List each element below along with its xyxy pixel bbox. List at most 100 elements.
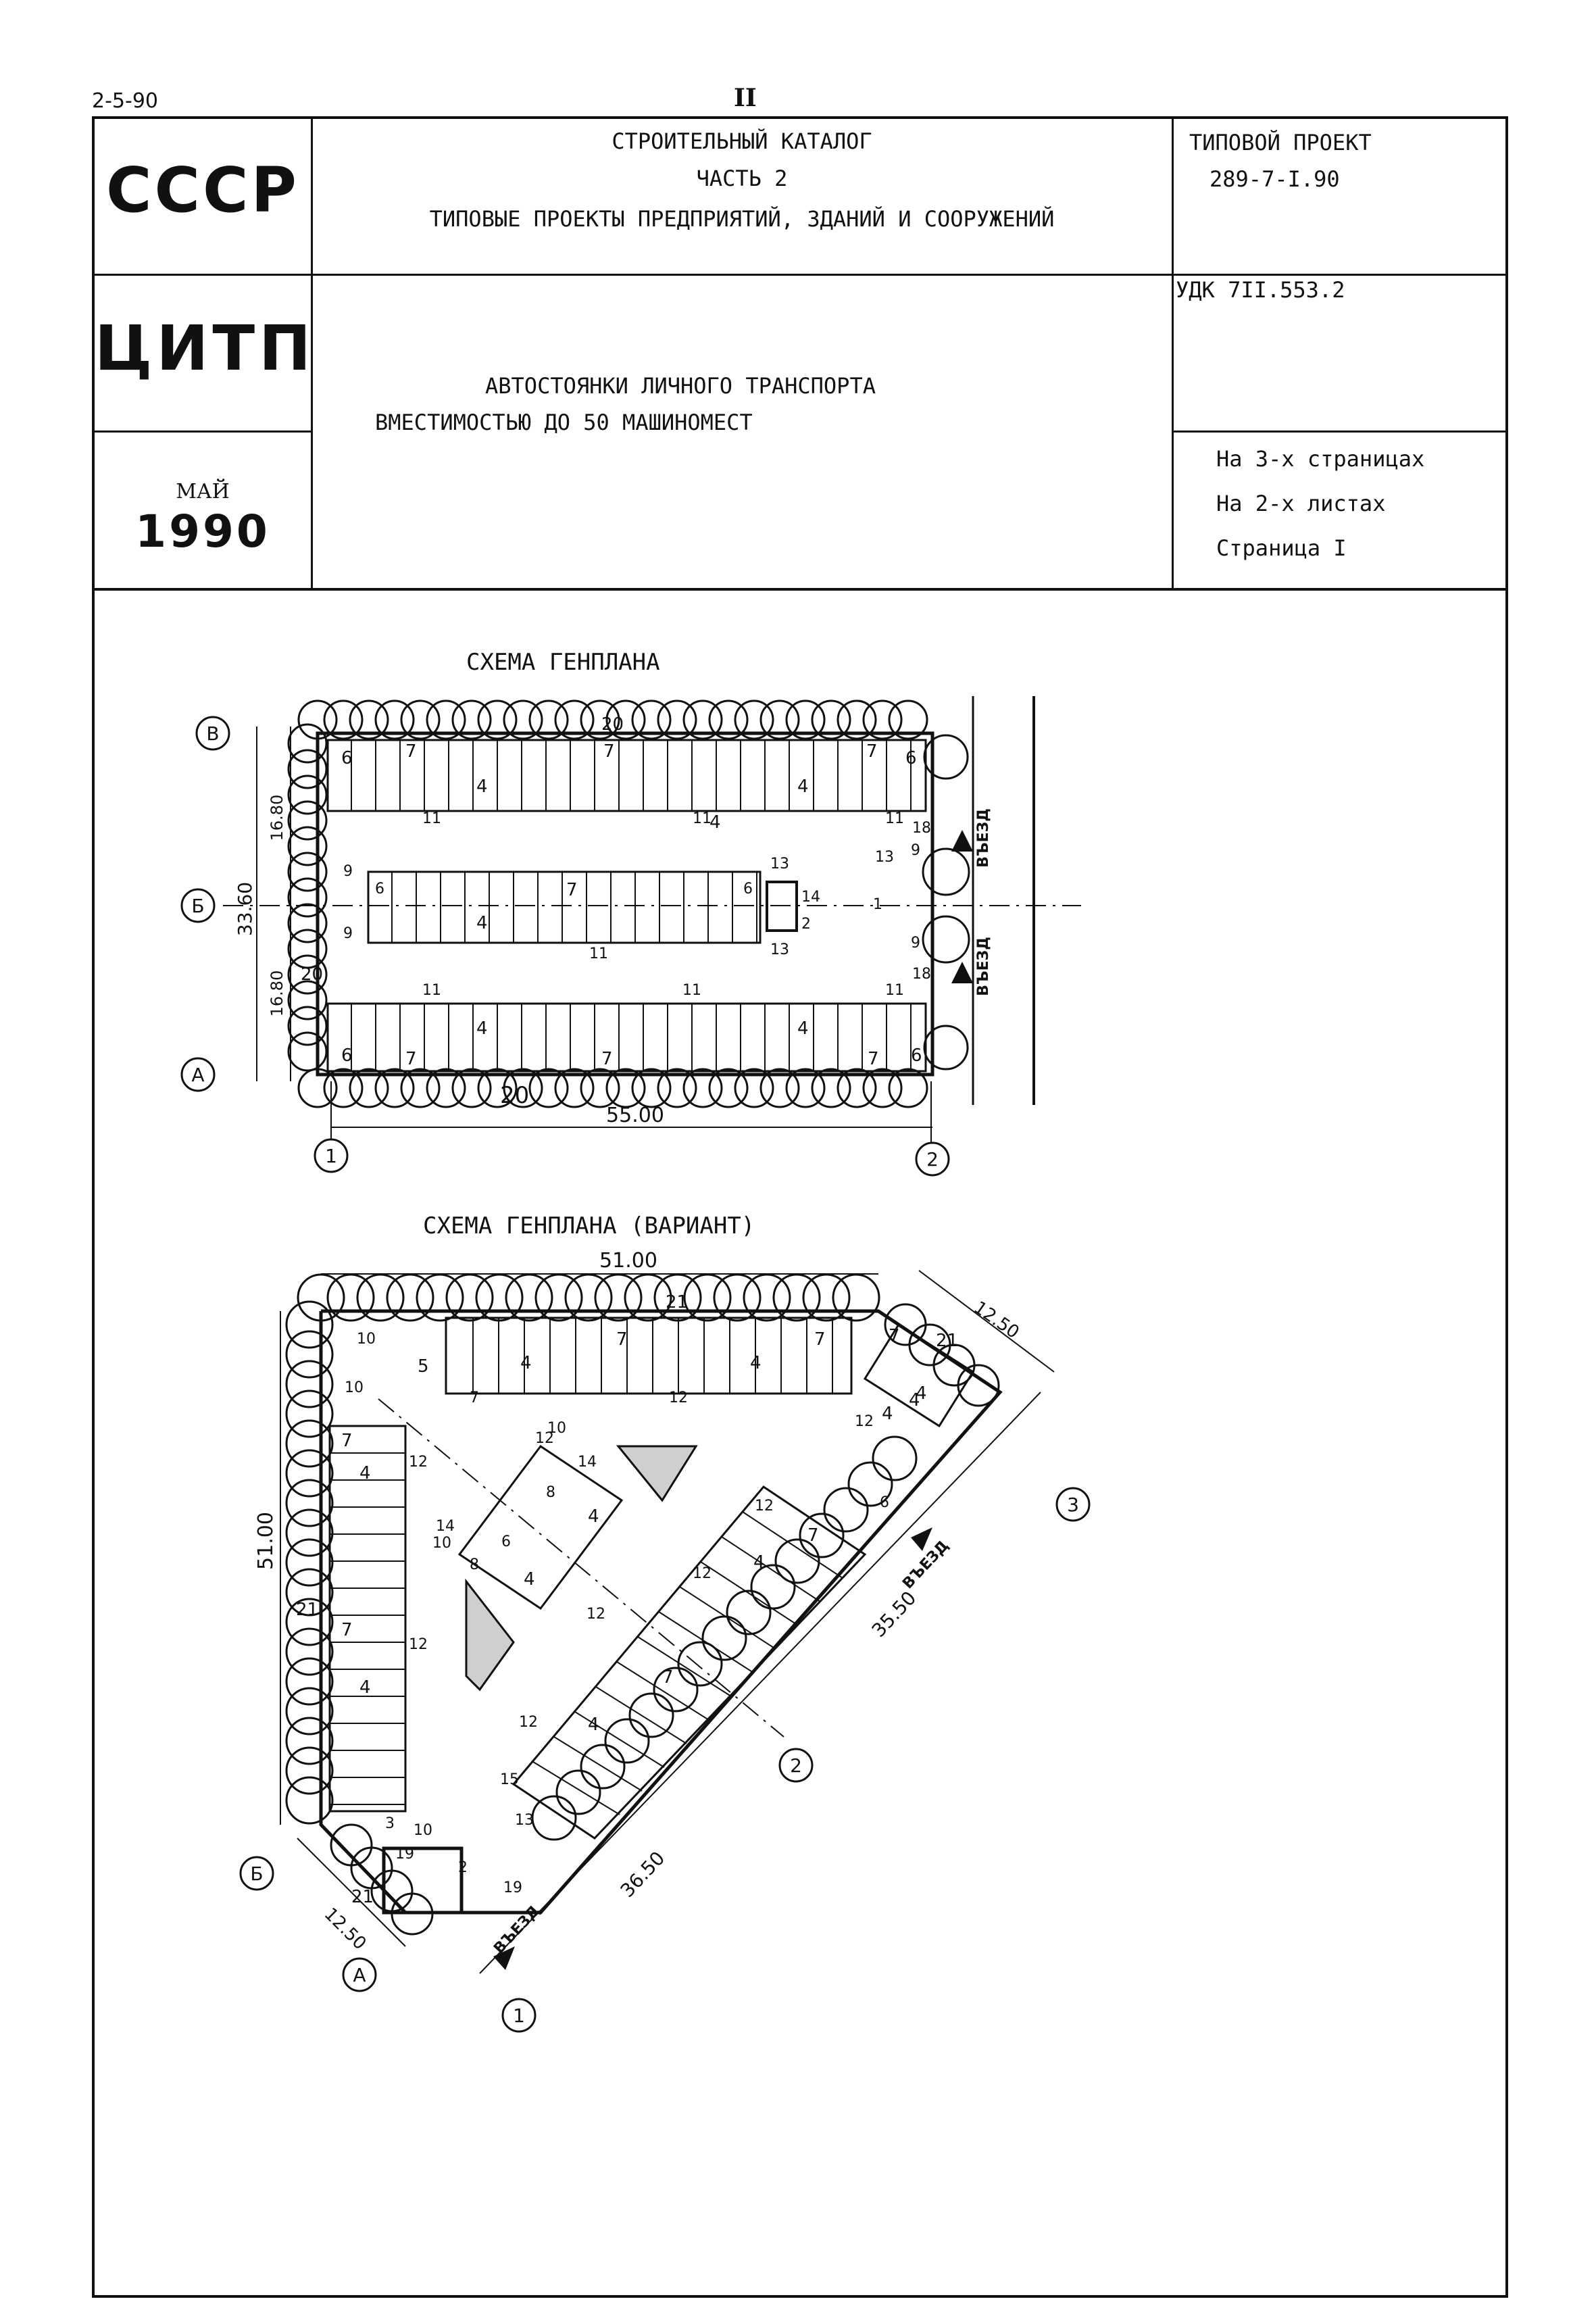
plan2-entry-arrow-bottom — [493, 1946, 515, 1970]
tree-symbol — [285, 1419, 334, 1468]
plan2-mark: 12 — [693, 1565, 712, 1582]
stall-line — [532, 1761, 620, 1815]
plan2-dim-diag-lower-label: 36.50 — [616, 1847, 670, 1902]
tree-symbol — [451, 1068, 492, 1108]
plan1-mark: 4 — [476, 1018, 488, 1039]
plan2-dim-right — [918, 1270, 1055, 1373]
tree-symbol — [701, 1615, 747, 1661]
tree-symbol — [708, 699, 749, 740]
tree-symbol — [726, 1590, 772, 1635]
tree-symbol — [785, 699, 826, 740]
plan1-mark: 4 — [797, 777, 809, 797]
tree-symbol — [531, 1795, 577, 1841]
plan2-stall-lines — [330, 1318, 843, 1815]
plan2-mark: 21 — [296, 1600, 318, 1620]
tree-symbol — [580, 1744, 626, 1790]
plan2-mark: 10 — [357, 1331, 376, 1348]
stall-line — [700, 1561, 799, 1626]
tree-symbol — [285, 1627, 334, 1676]
tree-symbol — [605, 699, 646, 740]
plan2-axis-label-a: А — [353, 1964, 366, 1986]
plan2-mark: 4 — [588, 1506, 599, 1527]
month-label: МАЙ — [176, 480, 230, 503]
tree-symbol — [445, 1273, 494, 1322]
tree-symbol — [555, 1769, 601, 1815]
tree-symbol — [285, 1389, 334, 1438]
tree-symbol — [580, 699, 620, 740]
tree-symbol — [677, 1641, 723, 1687]
plan1-axis-bubble-2 — [915, 1141, 950, 1177]
country-label: СССР — [106, 154, 299, 226]
plan2-mark: 4 — [520, 1353, 532, 1373]
plan1-dim-half-bottom: 16.80 — [268, 970, 286, 1017]
plan1-mark: 11 — [589, 945, 608, 962]
tree-symbol — [287, 980, 328, 1020]
plan1-stall-lines — [351, 740, 912, 1071]
tree-symbol — [426, 1068, 466, 1108]
plan2-mark: 19 — [395, 1846, 414, 1863]
tree-symbol — [759, 1068, 800, 1108]
tree-symbol — [528, 1068, 569, 1108]
title-divider-3 — [1172, 430, 1508, 433]
plan1-mark: 6 — [905, 748, 917, 768]
plan2-mark: 10 — [547, 1420, 566, 1437]
plan2-axis-bubble-3 — [1055, 1487, 1091, 1522]
plan2-entry-arrow-top — [911, 1527, 932, 1551]
plan2-left-parking — [328, 1425, 407, 1813]
tree-symbol — [285, 1538, 334, 1587]
plan2-mark: 3 — [385, 1815, 395, 1832]
plan2-dim-diagonal — [479, 1392, 1041, 1974]
tree-symbol — [285, 1717, 334, 1765]
plan1-entry-label-bottom: ВЪЕЗД — [975, 937, 992, 996]
tree-symbol — [287, 723, 328, 764]
plan2-tree-row-left — [285, 1300, 334, 1825]
tree-symbol — [285, 1479, 334, 1527]
tree-symbol — [837, 699, 877, 740]
plan2-mark: 4 — [753, 1552, 765, 1573]
plan1-axis-bubble-b — [180, 888, 216, 923]
tree-symbol — [631, 1068, 672, 1108]
plan2-right-parking — [863, 1323, 975, 1428]
udk-code: УДК 7II.553.2 — [1176, 277, 1345, 303]
plan2-mark: 10 — [414, 1822, 432, 1839]
tree-symbol — [631, 699, 672, 740]
tree-symbol — [628, 1692, 674, 1738]
doc-title-line1: АВТОСТОЯНКИ ЛИЧНОГО ТРАНСПОРТА — [485, 373, 876, 399]
tree-symbol — [287, 929, 328, 969]
plan2-site-boundary — [319, 1309, 1003, 1915]
plan2-center-parking — [457, 1444, 624, 1610]
plan2-dim-left-label: 51.00 — [254, 1512, 278, 1570]
plan2-marks: 21 21 21 21 10 10 10 10 10 5 4 4 4 4 4 4… — [296, 1292, 958, 1907]
plan2-mark: 7 — [616, 1329, 628, 1350]
plan1-mark: 20 — [301, 964, 323, 985]
plan1-mark: 7 — [866, 741, 878, 762]
plan1-dim-width: 55.00 — [606, 1104, 664, 1127]
plan1-mark: 7 — [603, 741, 615, 762]
plan2-mark: 6 — [501, 1533, 511, 1550]
tree-symbol — [386, 1273, 434, 1322]
plan2-dim-right-label: 12.50 — [970, 1298, 1022, 1343]
tree-symbol — [426, 699, 466, 740]
plan1-mark: 11 — [422, 810, 441, 827]
plan2-mark: 12 — [855, 1413, 874, 1430]
plan1-mark: 9 — [911, 935, 920, 952]
plan1-entry-label-top: ВЪЕЗД — [975, 808, 992, 868]
tree-symbol — [400, 699, 441, 740]
tree-symbol — [862, 1068, 903, 1108]
plan1-mark: 4 — [797, 1018, 809, 1039]
plan1-mark: 20 — [601, 714, 624, 735]
plan2-mark: 7 — [814, 1329, 826, 1350]
tree-symbol — [285, 1300, 334, 1349]
plan1-mark: 11 — [422, 982, 441, 999]
tree-symbol — [349, 1068, 389, 1108]
tree-symbol — [475, 1273, 524, 1322]
tree-symbol — [832, 1273, 880, 1322]
plan2-top-parking — [445, 1316, 853, 1395]
corner-code: 2-5-90 — [92, 89, 158, 113]
stall-line — [616, 1661, 709, 1721]
plan2-mark: 10 — [345, 1379, 364, 1396]
tree-symbol — [862, 699, 903, 740]
plan2-axis-bubble-a — [342, 1957, 377, 1992]
tree-symbol — [682, 699, 723, 740]
tree-symbol — [811, 1068, 851, 1108]
